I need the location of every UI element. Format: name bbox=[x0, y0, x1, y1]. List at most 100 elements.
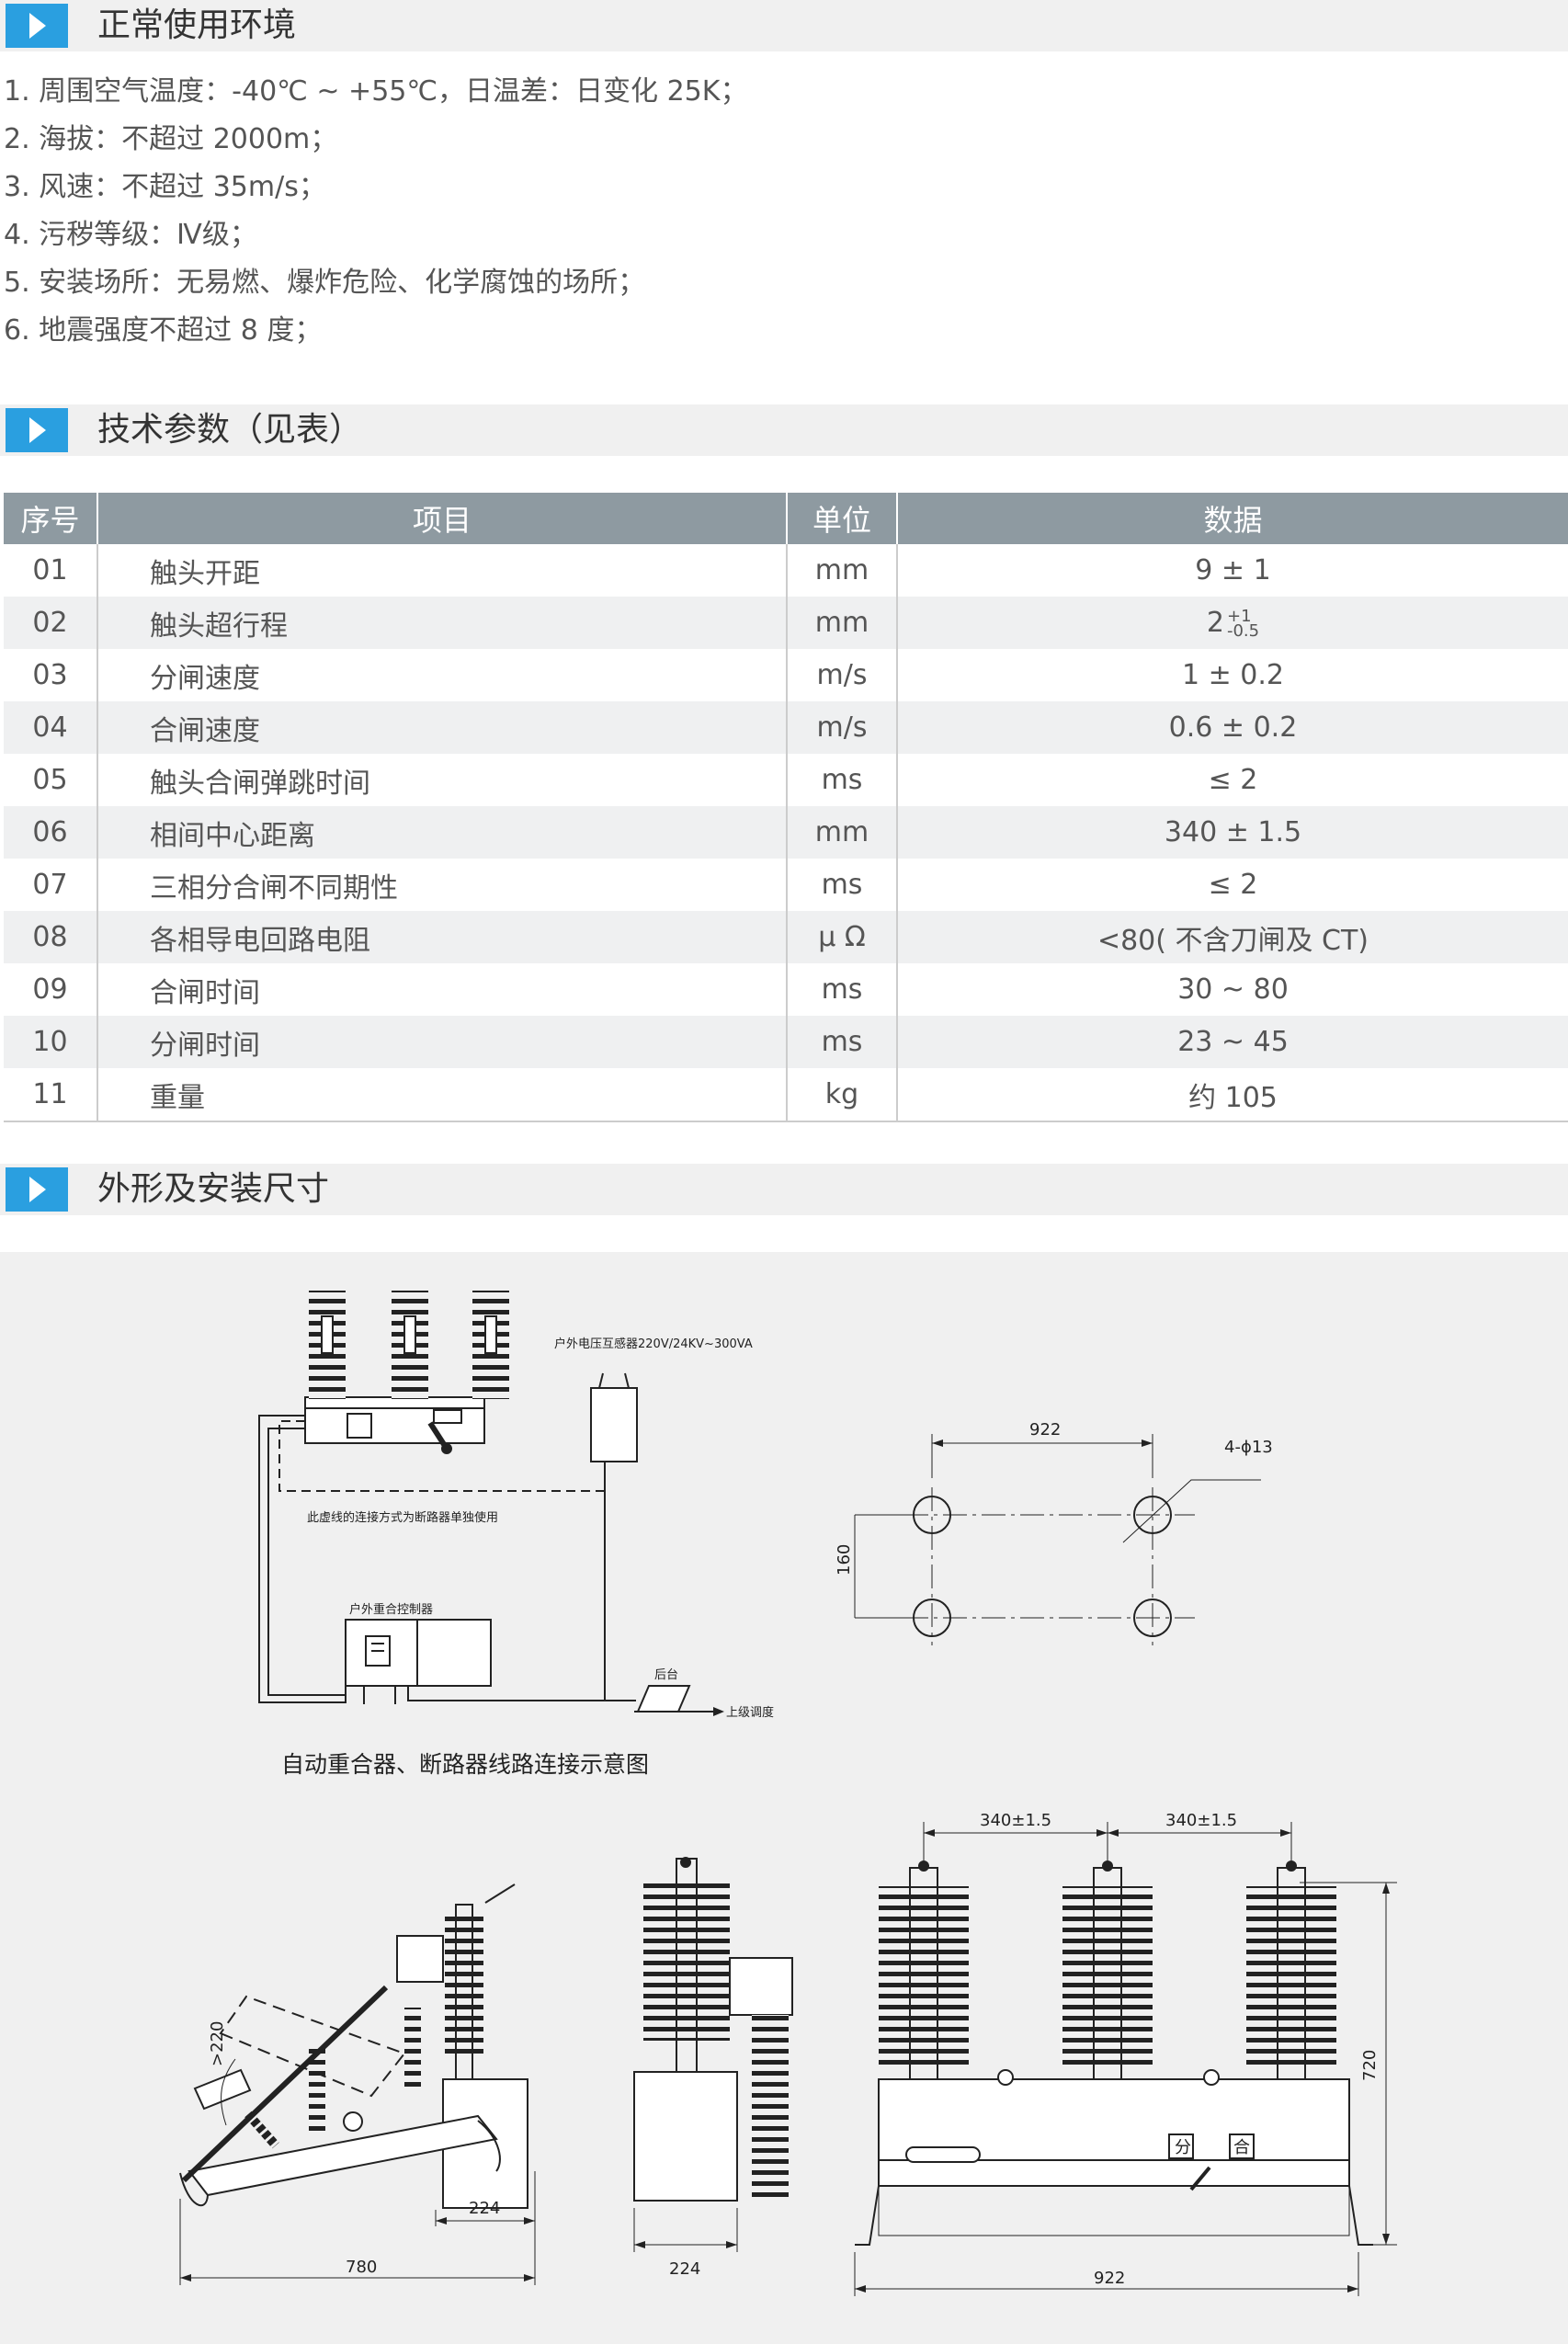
open-label: 分 bbox=[1175, 2138, 1191, 2157]
row-unit: ms bbox=[787, 754, 898, 806]
dimension-drawings: 户外电压互感器220V/24KV~300VA 此虚线的连接方式为断路器单独使用 … bbox=[0, 1252, 1568, 2344]
row-item: 触头开距 bbox=[97, 544, 788, 597]
parameters-table: 序号 项目 单位 数据 01 触头开距 mm 9 ± 1 02 触头超行程 mm… bbox=[4, 493, 1568, 1122]
tolerance-upper: +1 bbox=[1226, 606, 1252, 626]
row-unit: mm bbox=[787, 806, 898, 859]
list-item: 3. 风速：不超过 35m/s； bbox=[4, 171, 326, 203]
controller-label: 户外重合控制器 bbox=[349, 1602, 433, 1617]
side-view bbox=[179, 1883, 536, 2285]
table-row: 11 重量 kg 约 105 bbox=[4, 1068, 1568, 1122]
row-number: 01 bbox=[4, 544, 98, 597]
table-header-row: 序号 项目 单位 数据 bbox=[4, 493, 1568, 544]
row-number: 06 bbox=[4, 806, 98, 859]
phase-dim-2: 340±1.5 bbox=[1165, 1811, 1237, 1830]
row-value: 约 105 bbox=[897, 1068, 1568, 1122]
wiring-caption: 自动重合器、断路器线路连接示意图 bbox=[281, 1751, 650, 1778]
table-row: 03 分闸速度 m/s 1 ± 0.2 bbox=[4, 649, 1568, 701]
section-header-dimensions: 外形及安装尺寸 bbox=[0, 1164, 1568, 1215]
side-total-dim: 780 bbox=[346, 2258, 377, 2277]
row-item: 合闸速度 bbox=[97, 701, 788, 754]
backend-label: 后台 bbox=[654, 1668, 678, 1682]
row-value: ≤ 2 bbox=[1208, 764, 1258, 796]
table-row: 01 触头开距 mm 9 ± 1 bbox=[4, 544, 1568, 597]
row-value: 0.6 ± 0.2 bbox=[897, 701, 1568, 754]
row-value: 1 ± 0.2 bbox=[1181, 659, 1284, 691]
mounting-hole-layout bbox=[854, 1434, 1261, 1645]
row-value: 340 ± 1.5 bbox=[897, 806, 1568, 859]
side-angle-dim: >220 bbox=[208, 2021, 227, 2066]
table-row: 04 合闸速度 m/s 0.6 ± 0.2 bbox=[4, 701, 1568, 754]
row-value: <80( 不含刀闸及 CT) bbox=[897, 911, 1568, 963]
row-unit: ms bbox=[787, 859, 898, 911]
play-arrow-icon bbox=[6, 1167, 68, 1212]
environment-list: 1. 周围空气温度：-40℃ ~ +55℃，日温差：日变化 25K； 2. 海拔… bbox=[4, 68, 747, 355]
row-number: 10 bbox=[4, 1016, 98, 1068]
row-unit: ms bbox=[787, 1016, 898, 1068]
pt-label: 户外电压互感器220V/24KV~300VA bbox=[554, 1337, 753, 1351]
row-unit: m/s bbox=[787, 701, 898, 754]
row-unit: kg bbox=[787, 1068, 898, 1122]
side-small-dim: 224 bbox=[469, 2199, 500, 2218]
list-item: 4. 污秽等级：Ⅳ级； bbox=[4, 219, 257, 251]
header-cell: 数据 bbox=[897, 493, 1568, 544]
front-view bbox=[854, 1822, 1397, 2296]
front-width-dim: 922 bbox=[1094, 2269, 1125, 2288]
play-arrow-icon bbox=[6, 408, 68, 452]
table-row: 09 合闸时间 ms 30 ~ 80 bbox=[4, 963, 1568, 1016]
header-cell: 序号 bbox=[4, 493, 98, 544]
phase-dim-1: 340±1.5 bbox=[980, 1811, 1051, 1830]
row-item: 重量 bbox=[97, 1068, 788, 1122]
tolerance: +1-0.5 bbox=[1226, 606, 1260, 641]
row-value: 9 ± 1 bbox=[1195, 554, 1271, 586]
row-item: 相间中心距离 bbox=[97, 806, 788, 859]
row-number: 11 bbox=[4, 1068, 98, 1122]
row-number: 03 bbox=[4, 649, 98, 701]
front-height-dim: 720 bbox=[1360, 2050, 1380, 2081]
header-cell: 项目 bbox=[97, 493, 788, 544]
section-title: 外形及安装尺寸 bbox=[97, 1170, 330, 1208]
play-arrow-icon bbox=[6, 4, 68, 48]
row-item: 分闸时间 bbox=[97, 1016, 788, 1068]
row-number: 04 bbox=[4, 701, 98, 754]
wiring-diagram bbox=[258, 1291, 724, 1716]
table-row: 05 触头合闸弹跳时间 ms ≤ 2 bbox=[4, 754, 1568, 806]
table-row: 08 各相导电回路电阻 μ Ω <80( 不含刀闸及 CT) bbox=[4, 911, 1568, 963]
table-row: 02 触头超行程 mm 2+1-0.5 bbox=[4, 597, 1568, 649]
row-item: 触头超行程 bbox=[97, 597, 788, 649]
row-value: 23 ~ 45 bbox=[897, 1016, 1568, 1068]
dashed-note: 此虚线的连接方式为断路器单独使用 bbox=[307, 1510, 498, 1525]
row-number: 07 bbox=[4, 859, 98, 911]
section-title: 正常使用环境 bbox=[97, 6, 297, 44]
row-number: 05 bbox=[4, 754, 98, 806]
row-unit: m/s bbox=[787, 649, 898, 701]
hole-spec-label: 4-ϕ13 bbox=[1224, 1438, 1273, 1457]
hole-vertical-dim: 160 bbox=[835, 1544, 854, 1576]
row-unit: mm bbox=[787, 544, 898, 597]
list-item: 6. 地震强度不超过 8 度； bbox=[4, 314, 323, 347]
row-item: 触头合闸弹跳时间 bbox=[97, 754, 788, 806]
row-value: 2+1-0.5 bbox=[897, 597, 1568, 649]
section-header-params: 技术参数（见表） bbox=[0, 404, 1568, 456]
row-item: 分闸速度 bbox=[97, 649, 788, 701]
row-item: 各相导电回路电阻 bbox=[97, 911, 788, 963]
row-item: 合闸时间 bbox=[97, 963, 788, 1016]
row-unit: ms bbox=[787, 963, 898, 1016]
row-number: 08 bbox=[4, 911, 98, 963]
table-row: 07 三相分合闸不同期性 ms ≤ 2 bbox=[4, 859, 1568, 911]
dispatch-label: 上级调度 bbox=[726, 1705, 774, 1720]
list-item: 2. 海拔：不超过 2000m； bbox=[4, 123, 338, 155]
row-unit: mm bbox=[787, 597, 898, 649]
table-row: 10 分闸时间 ms 23 ~ 45 bbox=[4, 1016, 1568, 1068]
row-unit: μ Ω bbox=[787, 911, 898, 963]
close-label: 合 bbox=[1233, 2138, 1250, 2157]
row-value: 30 ~ 80 bbox=[1177, 973, 1289, 1006]
end-width-dim: 224 bbox=[669, 2259, 700, 2279]
section-header-environment: 正常使用环境 bbox=[0, 0, 1568, 51]
row-value: ≤ 2 bbox=[1208, 869, 1258, 901]
tolerance-lower: -0.5 bbox=[1226, 620, 1260, 641]
list-item: 1. 周围空气温度：-40℃ ~ +55℃，日温差：日变化 25K； bbox=[4, 75, 748, 108]
list-item: 5. 安装场所：无易燃、爆炸危险、化学腐蚀的场所； bbox=[4, 267, 646, 299]
hole-spacing-dim: 922 bbox=[1029, 1420, 1061, 1439]
row-number: 02 bbox=[4, 597, 98, 649]
header-cell: 单位 bbox=[787, 493, 898, 544]
